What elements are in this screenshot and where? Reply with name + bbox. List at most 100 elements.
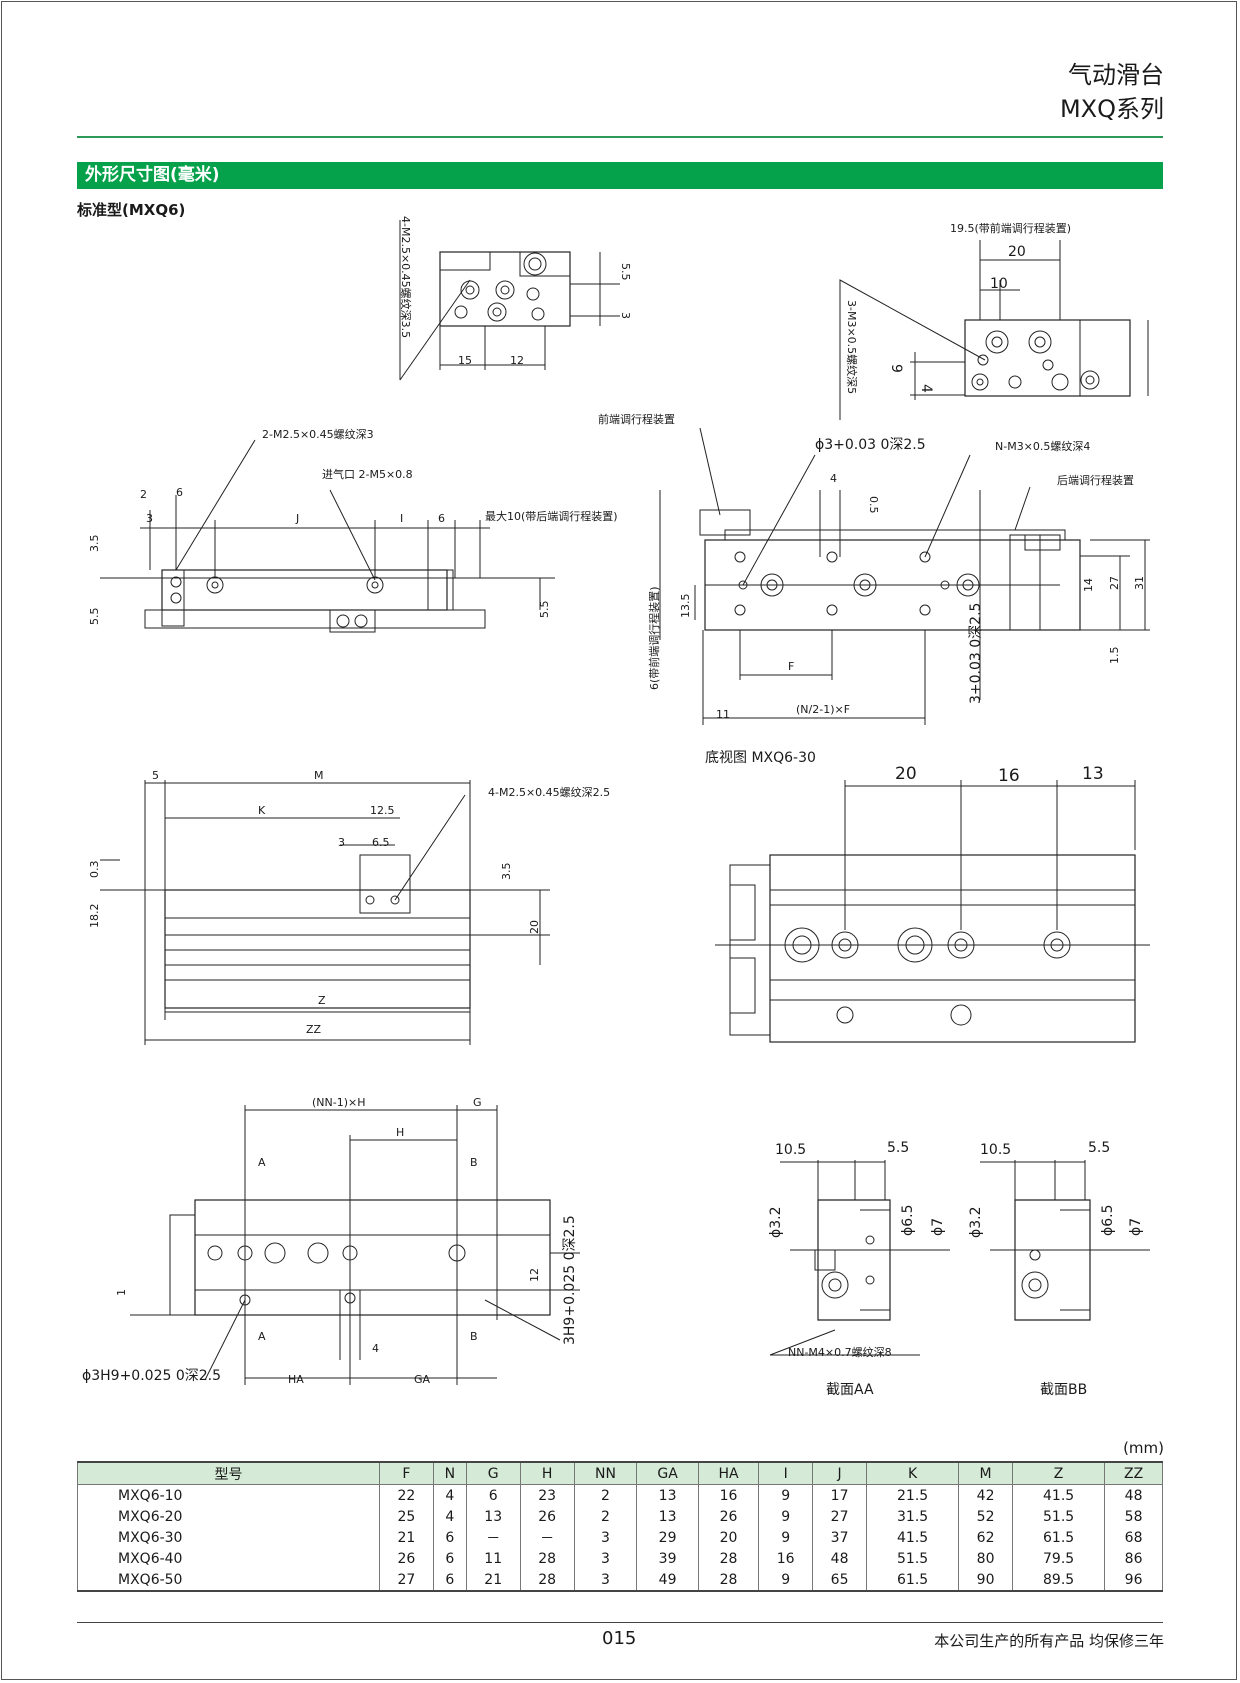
th-N: N	[432, 1461, 467, 1485]
aa-dim-7: ϕ7	[930, 1217, 946, 1236]
th-K: K	[866, 1461, 960, 1485]
top-dim-NF: (N/2-1)×F	[796, 703, 851, 716]
cell: 3	[573, 1548, 638, 1569]
section-aa-title: 截面AA	[826, 1382, 874, 1398]
side-dim-5-5b: 5.5	[538, 600, 551, 619]
table-header-row: 型号 F N G H NN GA HA I J K M Z ZZ	[77, 1461, 1163, 1485]
cell: －	[519, 1527, 575, 1548]
cell: 61.5	[866, 1569, 960, 1592]
under-dim-B-top: B	[470, 1156, 478, 1169]
header-title: 气动滑台	[1068, 61, 1164, 89]
front-dim-ZZ: ZZ	[306, 1023, 322, 1036]
footer-rule	[77, 1622, 1163, 1623]
cell: 48	[812, 1548, 868, 1569]
cell: 31.5	[866, 1506, 960, 1527]
cell: 79.5	[1012, 1548, 1106, 1569]
header-series: MXQ系列	[1059, 95, 1164, 123]
side-max-note: 最大10(带后端调行程装置)	[485, 510, 618, 523]
aa-thread-note: NN-M4×0.7螺纹深8	[788, 1346, 892, 1359]
cell: 26	[519, 1506, 575, 1527]
top-end-dim-5-5: 5.5	[619, 263, 632, 281]
side-dim-I: I	[400, 512, 404, 525]
cell: 20	[697, 1527, 760, 1548]
under-hole-note: ϕ3H9+0.025 0深2.5	[82, 1368, 222, 1384]
cell: 6	[465, 1484, 521, 1506]
bottom-dim-13: 13	[1082, 764, 1104, 784]
cell: 90	[958, 1569, 1014, 1592]
top-dim-14: 14	[1082, 578, 1095, 592]
front-dim-3-5: 3.5	[500, 862, 513, 881]
under-dim-4: 4	[372, 1342, 379, 1355]
top-dim-4: 4	[830, 472, 837, 485]
front-dim-3: 3	[338, 836, 345, 849]
under-dim-HA: HA	[288, 1373, 304, 1386]
cell: 6	[432, 1548, 467, 1569]
top-dim-31: 31	[1133, 576, 1146, 590]
top-dim-27: 27	[1108, 576, 1121, 590]
under-dim-G: G	[473, 1096, 482, 1109]
cell: 28	[519, 1548, 575, 1569]
cell: 25	[378, 1506, 434, 1527]
cell: 6	[432, 1527, 467, 1548]
cell: 29	[636, 1527, 699, 1548]
front-dim-5: 5	[152, 769, 159, 782]
side-dim-3: 3	[146, 512, 153, 525]
table-unit: (mm)	[1123, 1439, 1164, 1457]
th-NN: NN	[573, 1461, 638, 1485]
cell: 62	[958, 1527, 1014, 1548]
cell: 21	[465, 1569, 521, 1592]
cell: 9	[758, 1569, 814, 1592]
cell: 65	[812, 1569, 868, 1592]
section-aa	[769, 1160, 950, 1356]
front-dim-K: K	[258, 804, 266, 817]
aa-dim-6-5: ϕ6.5	[900, 1204, 916, 1237]
th-J: J	[812, 1461, 868, 1485]
cell: 27	[812, 1506, 868, 1527]
subtitle: 标准型(MXQ6)	[77, 201, 186, 219]
right-end-dim-10: 10	[990, 276, 1008, 292]
under-dim-B-bottom: B	[470, 1330, 478, 1343]
th-G: G	[465, 1461, 521, 1485]
under-view	[130, 1105, 580, 1385]
cell: 48	[1104, 1484, 1163, 1506]
cell: 3	[573, 1569, 638, 1592]
th-I: I	[758, 1461, 814, 1485]
top-front-adj: 前端调行程装置	[598, 413, 675, 426]
top-rear-adj: 后端调行程装置	[1057, 474, 1134, 487]
side-dim-3-5: 3.5	[88, 534, 101, 553]
cell: 51.5	[1012, 1506, 1106, 1527]
cell: 9	[758, 1527, 814, 1548]
under-dim-NN-H: (NN-1)×H	[312, 1096, 366, 1109]
right-end-dim-9: 9	[888, 364, 904, 373]
side-dim-2: 2	[140, 488, 147, 501]
right-end-adj-note: 19.5(带前端调行程装置)	[950, 222, 1072, 235]
top-thread-note: N-M3×0.5螺纹深4	[995, 440, 1091, 453]
th-Z: Z	[1012, 1461, 1106, 1485]
cell: 89.5	[1012, 1569, 1106, 1592]
cell: MXQ6-20	[77, 1506, 380, 1527]
cell: 22	[378, 1484, 434, 1506]
under-dim-H: H	[396, 1126, 405, 1139]
th-HA: HA	[697, 1461, 760, 1485]
right-end-thread-note: 3-M3×0.5螺纹深5	[845, 300, 858, 395]
cell: 13	[636, 1484, 699, 1506]
cell: 3	[573, 1527, 638, 1548]
under-dim-A-bottom: A	[258, 1330, 266, 1343]
bottom-view-title: 底视图 MXQ6-30	[705, 750, 816, 766]
right-end-view	[839, 240, 1149, 420]
cell: 16	[697, 1484, 760, 1506]
cell: 52	[958, 1506, 1014, 1527]
cell: 26	[378, 1548, 434, 1569]
cell: 16	[758, 1548, 814, 1569]
cell: 4	[432, 1506, 467, 1527]
cell: 27	[378, 1569, 434, 1592]
cell: 21	[378, 1527, 434, 1548]
top-hole-note: ϕ3+0.03 0深2.5	[815, 437, 926, 453]
th-H: H	[519, 1461, 575, 1485]
top-dim-13-5: 13.5	[679, 593, 692, 619]
cell: 26	[697, 1506, 760, 1527]
cell: 58	[1104, 1506, 1163, 1527]
cell: 17	[812, 1484, 868, 1506]
